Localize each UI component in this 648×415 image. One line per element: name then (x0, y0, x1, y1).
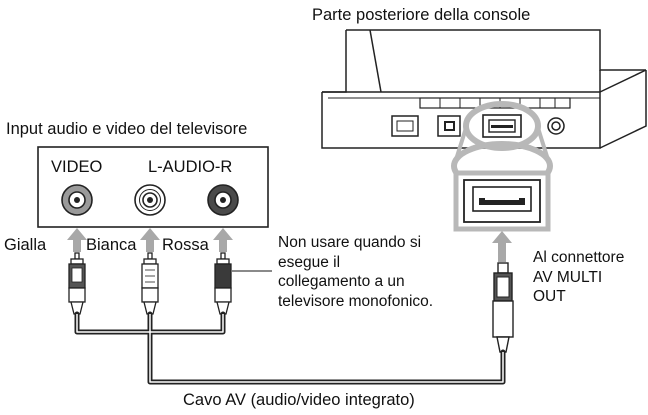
power-port (547, 117, 565, 135)
network-port (391, 115, 419, 137)
plug-white (141, 252, 159, 315)
cable-label: Cavo AV (audio/video integrato) (183, 391, 415, 409)
av-connector-magnified (453, 170, 551, 232)
connector-label-line: OUT (533, 288, 566, 305)
mono-note-line: televisore monofonico. (278, 292, 434, 310)
av-multi-plug (492, 262, 514, 353)
optical-port (437, 115, 461, 137)
av-cable (74, 311, 506, 385)
white-label: Bianca (86, 236, 137, 254)
connector-label-line: AV MULTI (533, 268, 603, 286)
red-label: Rossa (162, 236, 209, 254)
video-label: VIDEO (51, 158, 103, 176)
tv-inputs-label: Input audio e video del televisore (6, 120, 248, 138)
mono-note-line: esegue il (278, 253, 341, 271)
plug-red (214, 252, 232, 315)
jack-audio-left (134, 184, 166, 216)
connector-arrow (492, 231, 512, 262)
jack-video (61, 184, 93, 216)
connector-label-line: Al connettore (533, 249, 625, 266)
yellow-label: Gialla (4, 236, 47, 254)
connector-label: Al connettore AV MULTI OUT (533, 248, 624, 307)
audio-label: L-AUDIO-R (148, 158, 233, 176)
mono-note-line: collegamento a un (278, 273, 405, 290)
av-multi-out-port (482, 114, 522, 138)
av-cable-inner (76, 314, 504, 383)
console-rear-label: Parte posteriore della console (312, 6, 531, 24)
mono-note-line: Non usare quando si (278, 234, 422, 251)
jack-audio-right (207, 184, 239, 216)
plug-yellow (68, 252, 86, 315)
mono-note: Non usare quando si esegue il collegamen… (278, 233, 433, 311)
jack-arrows (67, 228, 233, 252)
